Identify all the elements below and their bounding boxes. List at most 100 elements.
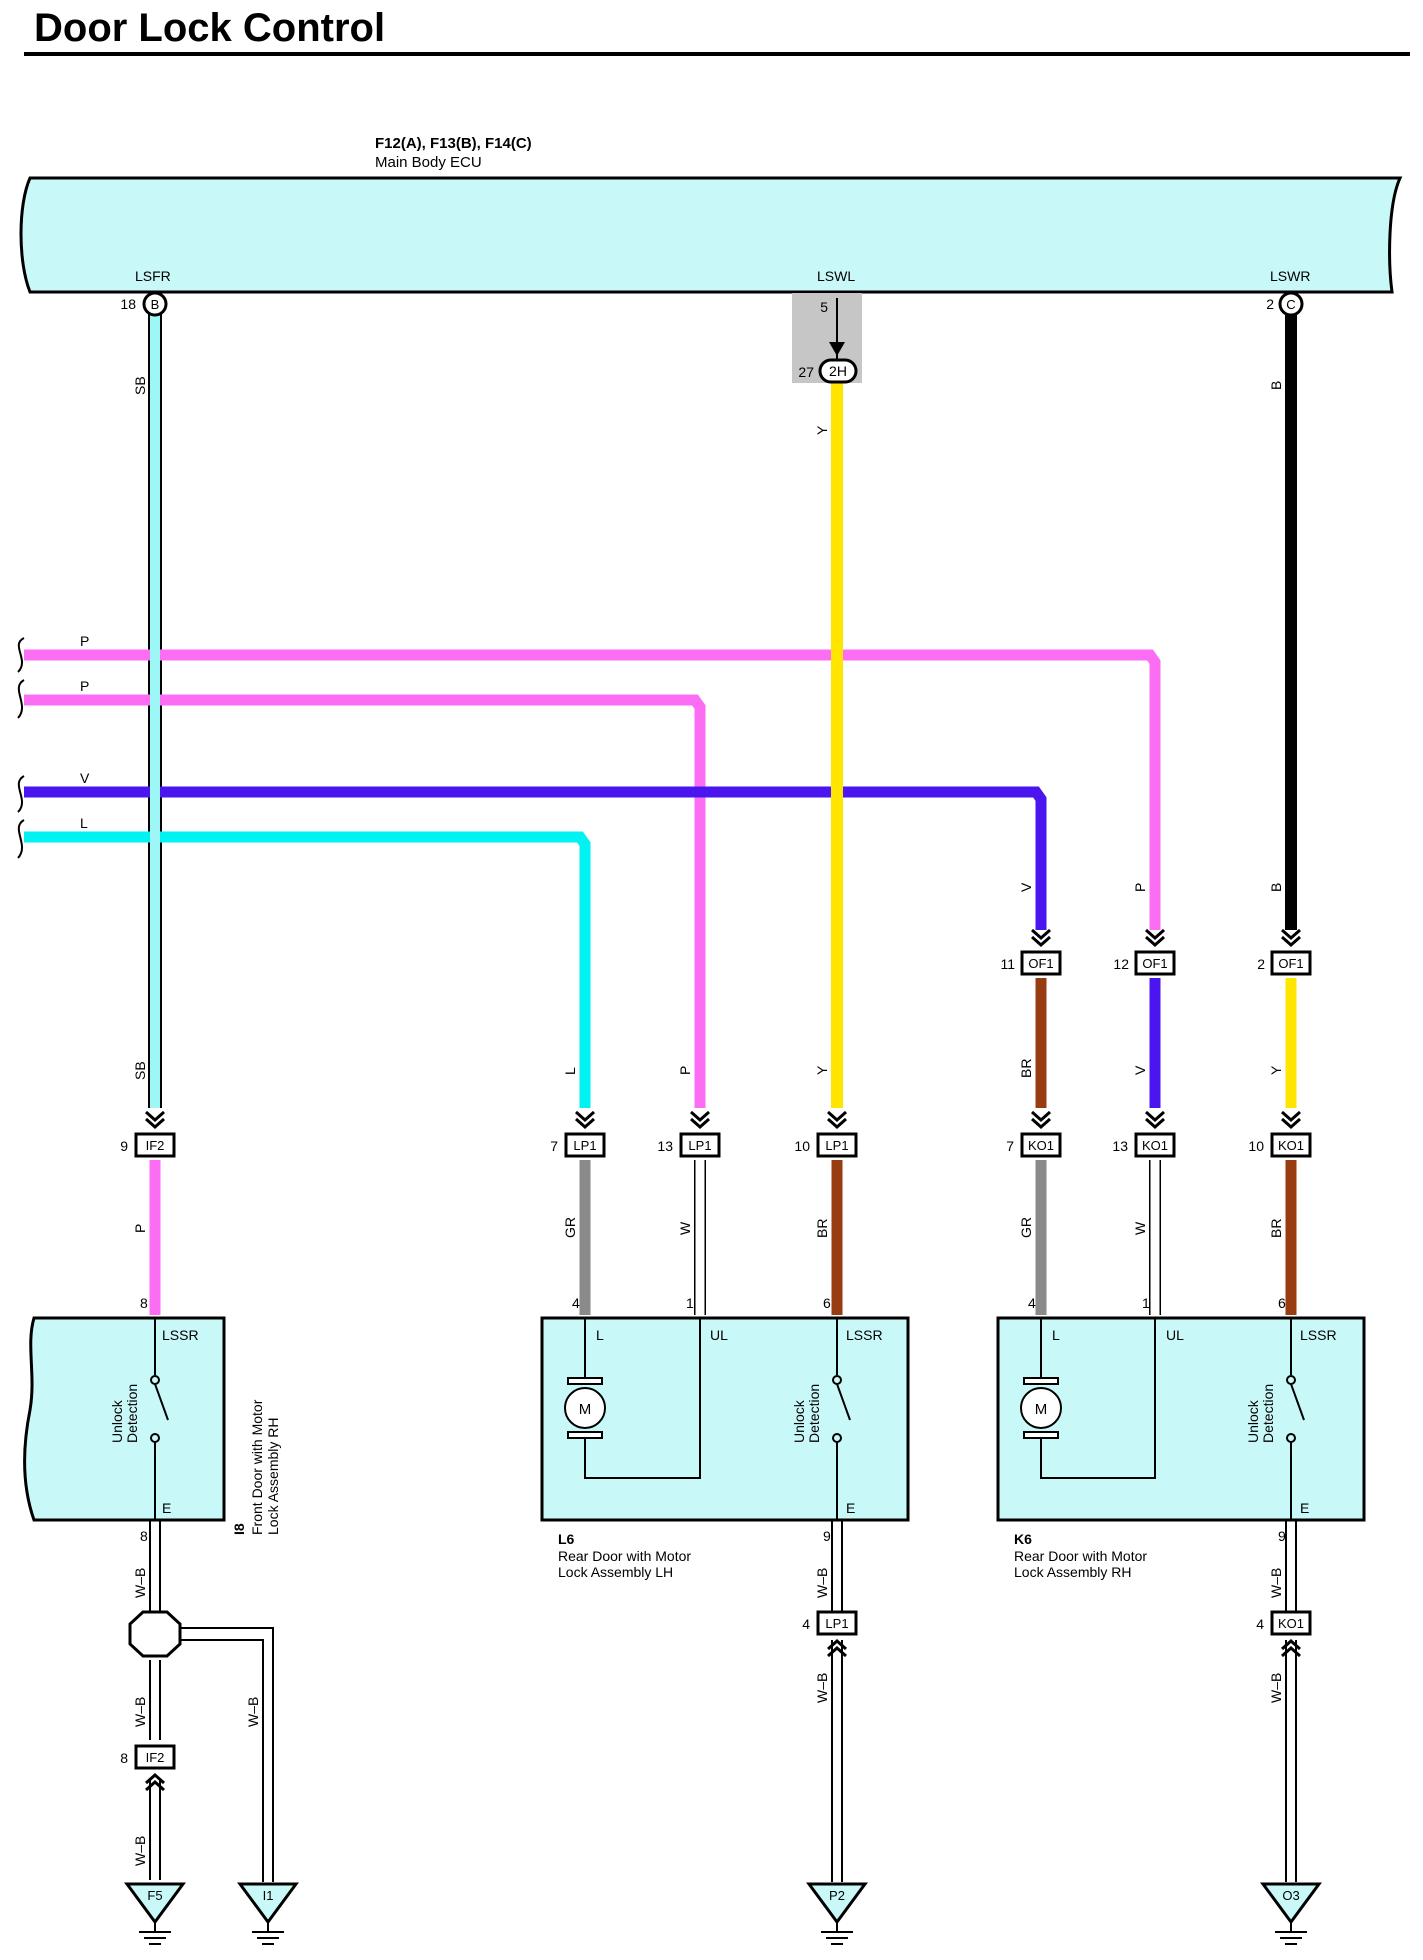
svg-text:GR: GR [1018, 1217, 1034, 1238]
wire-p2 [24, 694, 706, 1108]
connector-ko1-7: KO1 7 [1006, 1110, 1062, 1158]
svg-text:KO1: KO1 [1142, 1138, 1168, 1153]
svg-text:SB: SB [132, 376, 148, 395]
component-code: K6 [1014, 1531, 1032, 1547]
svg-text:BR: BR [1018, 1059, 1034, 1078]
svg-text:Lock Assembly LH: Lock Assembly LH [558, 1564, 673, 1580]
svg-text:9: 9 [120, 1138, 128, 1154]
svg-text:GR: GR [562, 1217, 578, 1238]
svg-text:V: V [80, 770, 90, 786]
svg-text:I1: I1 [263, 1888, 274, 1903]
svg-text:W–B: W–B [1268, 1568, 1284, 1598]
svg-text:Y: Y [1268, 1065, 1284, 1075]
svg-text:8: 8 [140, 1528, 148, 1544]
svg-text:UL: UL [710, 1327, 728, 1343]
svg-text:1: 1 [686, 1295, 694, 1311]
connector-if2-8: IF2 8 [120, 1744, 176, 1792]
ecu-pin-label: LSWR [1270, 268, 1310, 284]
connector-of1-11: OF1 11 [1000, 928, 1062, 976]
svg-text:4: 4 [1028, 1295, 1036, 1311]
svg-text:L: L [1052, 1327, 1060, 1343]
motor-symbol: M [1035, 1401, 1048, 1418]
ground-f5: F5 [124, 1882, 186, 1945]
svg-text:KO1: KO1 [1028, 1138, 1054, 1153]
svg-text:2H: 2H [829, 363, 847, 379]
svg-text:W–B: W–B [132, 1836, 148, 1866]
svg-text:W–B: W–B [814, 1673, 830, 1703]
ecu-pin-lswl: 5 [820, 299, 828, 315]
svg-text:P2: P2 [829, 1888, 845, 1903]
ecu-name: Main Body ECU [375, 154, 482, 171]
svg-text:4: 4 [572, 1295, 580, 1311]
svg-text:B: B [1268, 381, 1284, 390]
svg-text:B: B [151, 297, 160, 312]
wire-wb [149, 1520, 1297, 1882]
wire-labels: SB Y B P P V L V P B SB L P Y BR V Y P G… [80, 376, 1284, 1866]
svg-text:8: 8 [140, 1295, 148, 1311]
svg-text:P: P [80, 633, 89, 649]
svg-text:Unlock: Unlock [109, 1399, 125, 1443]
ecu-pin-lsfr: B 18 [120, 291, 168, 317]
ecu-pin-label: LSWL [817, 268, 855, 284]
svg-text:KO1: KO1 [1278, 1138, 1304, 1153]
svg-text:P: P [1132, 883, 1148, 892]
svg-text:10: 10 [794, 1138, 810, 1154]
connector-ko1-4: KO1 4 [1256, 1610, 1312, 1658]
svg-text:L: L [596, 1327, 604, 1343]
svg-text:Unlock: Unlock [1245, 1399, 1261, 1443]
svg-text:V: V [1018, 882, 1034, 892]
svg-text:LP1: LP1 [573, 1138, 596, 1153]
connector-lp1-7: LP1 7 [550, 1110, 606, 1158]
svg-text:10: 10 [1248, 1138, 1264, 1154]
svg-text:E: E [162, 1500, 171, 1516]
ecu-connectors: F12(A), F13(B), F14(C) [375, 135, 532, 152]
title-rule [24, 52, 1410, 56]
svg-text:F5: F5 [147, 1888, 162, 1903]
svg-text:W–B: W–B [245, 1697, 261, 1727]
svg-text:Detection: Detection [124, 1384, 140, 1443]
component-l6: 4 1 6 9 L UL LSSR E M Unlock Detection L… [540, 1295, 910, 1580]
page-title: Door Lock Control [34, 6, 386, 50]
svg-text:OF1: OF1 [1028, 956, 1053, 971]
ground-i1: I1 [237, 1882, 299, 1945]
ecu-box [19, 176, 1403, 294]
svg-text:Front Door with Motor: Front Door with Motor [249, 1399, 265, 1535]
connector-ko1-13: KO1 13 [1112, 1110, 1176, 1158]
svg-text:9: 9 [823, 1528, 831, 1544]
svg-text:27: 27 [798, 364, 814, 380]
connector-of1-2: OF1 2 [1257, 928, 1312, 976]
wire-l [24, 831, 591, 1108]
ground-p2: P2 [806, 1882, 868, 1945]
svg-text:SB: SB [132, 1061, 148, 1080]
component-code: L6 [558, 1531, 575, 1547]
svg-text:12: 12 [1113, 956, 1129, 972]
svg-text:IF2: IF2 [146, 1138, 165, 1153]
svg-text:8: 8 [120, 1750, 128, 1766]
svg-text:P: P [677, 1066, 693, 1075]
main-body-ecu: F12(A), F13(B), F14(C) Main Body ECU LSF… [19, 135, 1403, 294]
svg-text:LSSR: LSSR [162, 1327, 199, 1343]
svg-text:13: 13 [657, 1138, 673, 1154]
svg-text:11: 11 [1000, 956, 1015, 972]
svg-text:Lock Assembly RH: Lock Assembly RH [265, 1418, 281, 1535]
svg-text:7: 7 [1006, 1138, 1014, 1154]
ground-o3: O3 [1260, 1882, 1322, 1945]
svg-text:7: 7 [550, 1138, 558, 1154]
svg-text:OF1: OF1 [1142, 956, 1167, 971]
svg-text:L: L [80, 815, 88, 831]
wire-breaks [17, 637, 25, 859]
svg-text:2: 2 [1266, 296, 1274, 312]
svg-text:V: V [1132, 1065, 1148, 1075]
svg-text:2: 2 [1257, 956, 1265, 972]
svg-text:Y: Y [814, 1065, 830, 1075]
svg-text:Unlock: Unlock [791, 1399, 807, 1443]
svg-text:UL: UL [1166, 1327, 1184, 1343]
svg-text:Y: Y [814, 425, 830, 435]
svg-text:LSSR: LSSR [846, 1327, 883, 1343]
svg-text:Rear Door with Motor: Rear Door with Motor [1014, 1548, 1147, 1564]
svg-text:LP1: LP1 [825, 1616, 848, 1631]
connector-ko1-10: KO1 10 [1248, 1110, 1312, 1158]
svg-text:E: E [1300, 1500, 1309, 1516]
svg-text:LP1: LP1 [688, 1138, 711, 1153]
